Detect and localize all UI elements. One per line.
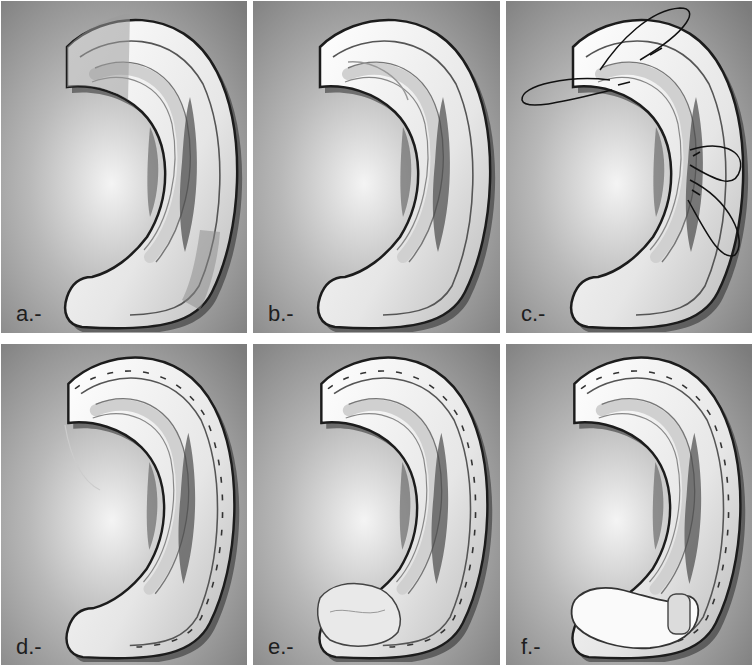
panel-ground [506, 344, 752, 665]
ear-drawing [571, 20, 748, 334]
panel-label: f.- [521, 636, 541, 658]
panel-label: b.- [268, 303, 294, 325]
excised-segment [182, 230, 220, 310]
panel-label: c.- [521, 303, 545, 325]
ear-drawing [573, 357, 746, 664]
cartilage-roll [668, 594, 690, 634]
ear-drawing [318, 20, 495, 334]
ear-drawing [67, 357, 240, 664]
panel-label: e.- [268, 636, 294, 658]
panel-ground [1, 344, 247, 665]
excised-segment [67, 14, 130, 100]
graft-piece [318, 583, 401, 646]
panel-ground [253, 344, 500, 665]
panel-label: d.- [16, 636, 42, 658]
graft-detail [330, 610, 385, 613]
suture-loops [522, 8, 741, 256]
thin-line [65, 425, 100, 490]
rim-sutures [75, 371, 729, 647]
panel-label: a.- [16, 303, 42, 325]
flap-outline [348, 62, 408, 100]
lobe-reconstruction [572, 588, 699, 648]
